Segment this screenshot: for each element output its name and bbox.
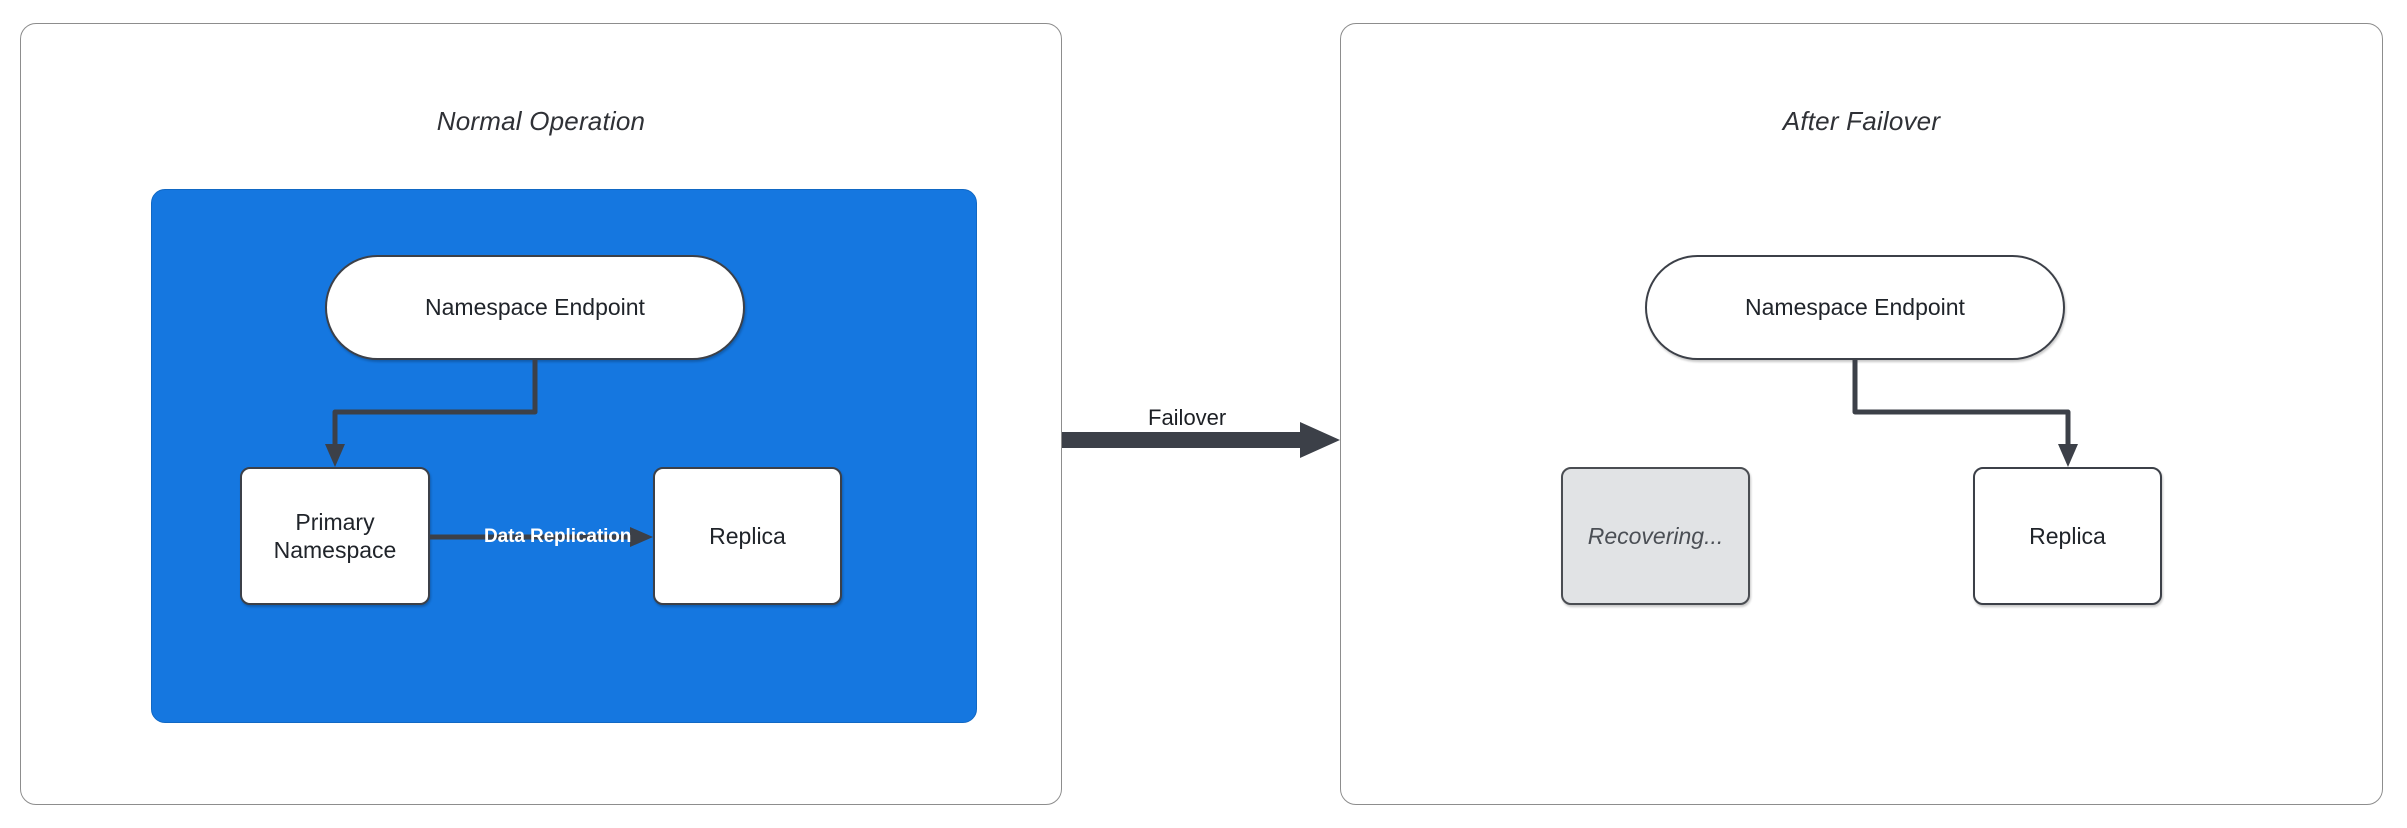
edge-label-data-replication: Data Replication — [484, 526, 632, 547]
edge-label-failover: Failover — [1148, 405, 1227, 430]
node-namespace-endpoint-left[interactable]: Namespace Endpoint — [325, 255, 745, 360]
node-primary-namespace[interactable]: Primary Namespace — [240, 467, 430, 605]
node-replica-left[interactable]: Replica — [653, 467, 842, 605]
node-namespace-endpoint-right[interactable]: Namespace Endpoint — [1645, 255, 2065, 360]
node-replica-right[interactable]: Replica — [1973, 467, 2162, 605]
panel-title-after-failover: After Failover — [1782, 106, 1941, 136]
panel-title-normal-operation: Normal Operation — [436, 106, 646, 136]
node-primary-namespace-line1: Primary — [295, 508, 375, 535]
panel-after-failover: After Failover — [1340, 23, 2383, 805]
node-primary-namespace-line2: Namespace — [273, 537, 397, 563]
node-primary-namespace-label: Primary Namespace — [274, 508, 397, 564]
node-recovering[interactable]: Recovering... — [1561, 467, 1750, 605]
panel-normal-operation: Normal Operation — [20, 23, 1062, 805]
